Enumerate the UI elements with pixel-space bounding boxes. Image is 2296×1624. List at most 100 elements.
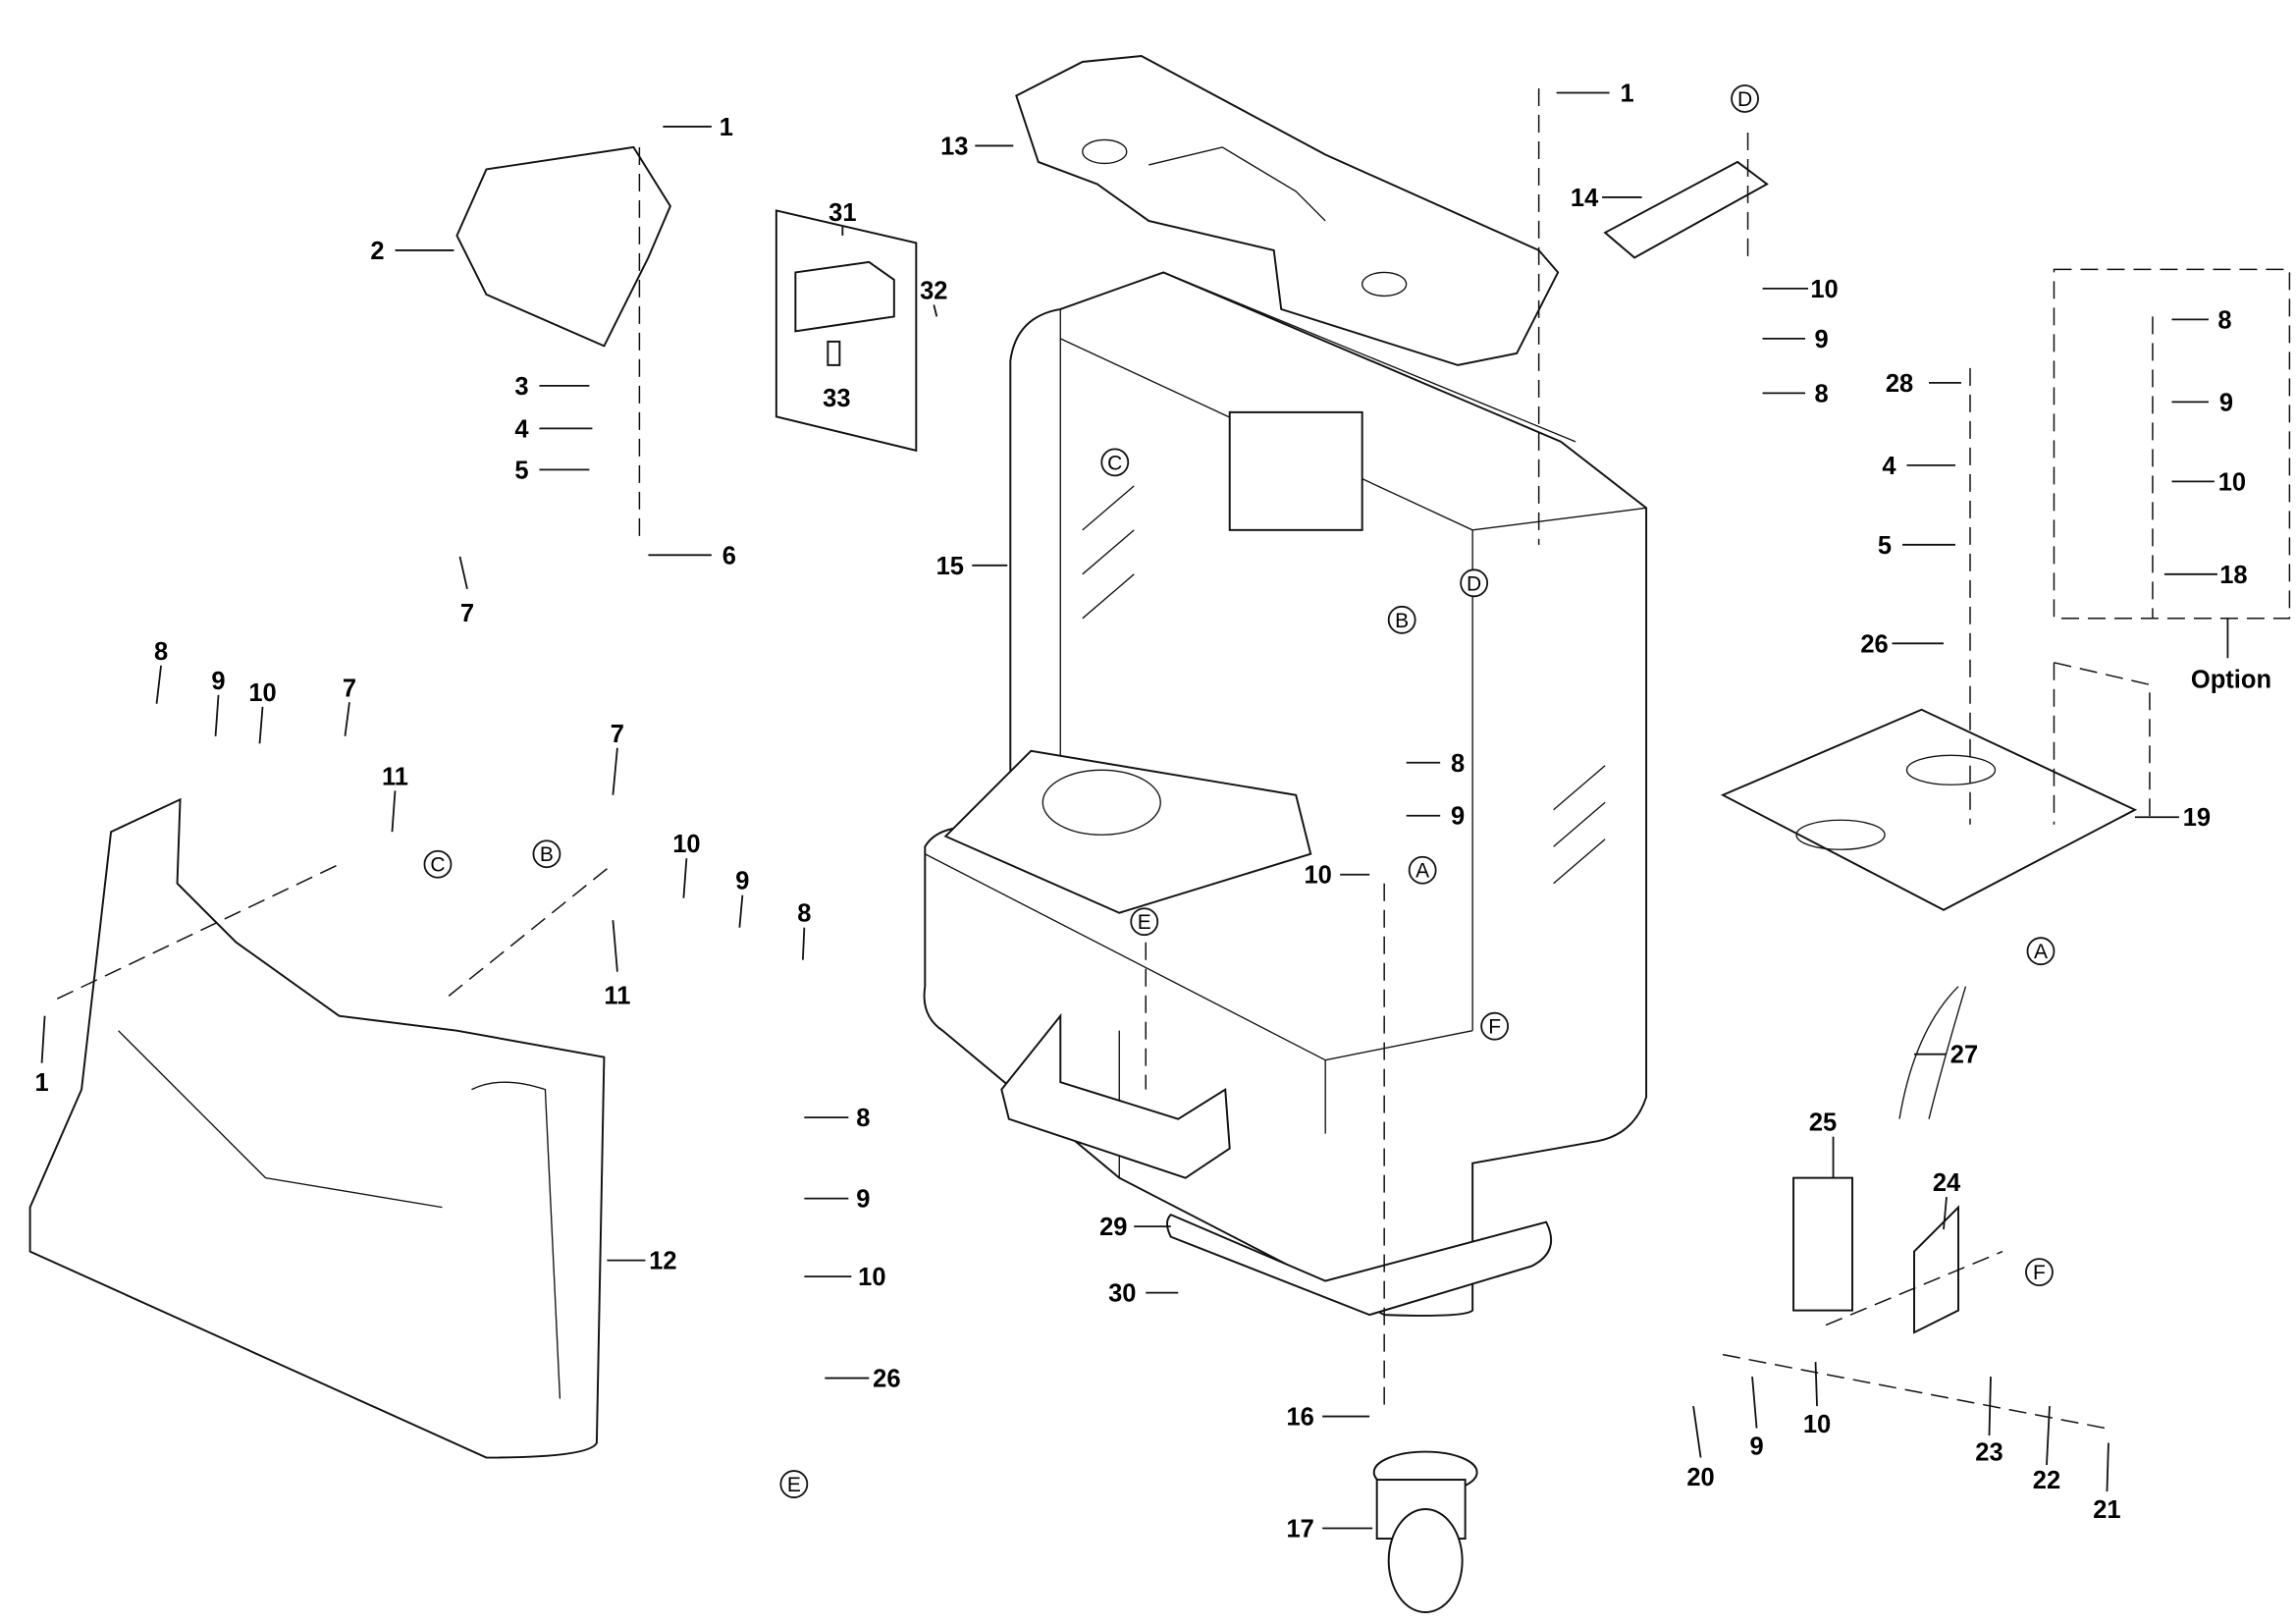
- reference-marker-A: A: [1408, 855, 1437, 885]
- reference-letter: A: [1415, 860, 1429, 883]
- callout-number: 27: [1950, 1042, 1978, 1069]
- callout-number: 10: [2218, 468, 2246, 496]
- leader-line: [933, 304, 938, 317]
- leader-line: [612, 747, 618, 795]
- callout-number: 9: [1814, 326, 1828, 353]
- bracket-part-24: [1913, 1205, 1959, 1334]
- plate-part-19: [1720, 708, 2138, 911]
- leader-line: [155, 665, 162, 704]
- leader-line: [738, 894, 744, 928]
- leader-line: [1943, 1197, 1948, 1230]
- callout-number: 8: [2217, 306, 2231, 334]
- callout-number: 9: [735, 868, 749, 895]
- label-card-part-31: [774, 209, 918, 453]
- callout-number: 10: [248, 679, 276, 707]
- callout-number: 13: [940, 133, 968, 160]
- reference-letter: B: [1395, 610, 1409, 632]
- option-label: Option: [2191, 666, 2271, 693]
- callout-number: 10: [1810, 276, 1838, 303]
- callout-9: 9: [2171, 389, 2233, 416]
- callout-8: 8: [804, 1105, 870, 1132]
- callout-8: 8: [154, 638, 168, 704]
- callout-number: 7: [460, 600, 474, 627]
- reference-marker-B: B: [1387, 605, 1416, 634]
- callout-18: 18: [2163, 562, 2248, 589]
- callout-number: 12: [649, 1248, 676, 1275]
- callout-number: 29: [1099, 1214, 1127, 1241]
- reference-marker-F: F: [2025, 1258, 2054, 1287]
- callout-20: 20: [1686, 1405, 1715, 1491]
- callout-26: 26: [825, 1366, 901, 1393]
- callout-4: 4: [514, 415, 593, 443]
- harness-part-27: [1898, 986, 1967, 1119]
- callout-14: 14: [1571, 185, 1642, 212]
- callout-number: 9: [1451, 803, 1465, 831]
- callout-7: 7: [343, 675, 356, 736]
- callout-number: 15: [936, 553, 964, 580]
- callout-number: 9: [211, 668, 225, 695]
- callout-number: 17: [1287, 1516, 1314, 1543]
- callout-30: 30: [1108, 1280, 1179, 1308]
- callout-number: 11: [382, 763, 408, 790]
- callout-number: 24: [1933, 1169, 1961, 1197]
- callout-number: 8: [797, 900, 811, 928]
- callout-10: 10: [248, 679, 277, 744]
- callout-number: 8: [1814, 380, 1828, 407]
- callout-10: 10: [804, 1264, 886, 1291]
- callout-number: 1: [34, 1069, 48, 1097]
- callout-number: 32: [920, 277, 947, 304]
- callout-7: 7: [611, 721, 624, 795]
- callout-25: 25: [1809, 1110, 1837, 1178]
- option-box: [2053, 268, 2291, 620]
- caster-part-17: [1372, 1450, 1478, 1613]
- leader-line: [1751, 1376, 1758, 1429]
- callout-15: 15: [936, 553, 1008, 580]
- reference-marker-E: E: [1130, 907, 1159, 937]
- reference-letter: E: [787, 1474, 801, 1496]
- callout-16: 16: [1287, 1404, 1370, 1432]
- callout-8: 8: [1762, 380, 1829, 407]
- callout-number: 19: [2183, 804, 2211, 832]
- reference-marker-C: C: [423, 849, 453, 879]
- callout-number: 10: [1803, 1411, 1831, 1438]
- reference-letter: F: [2033, 1262, 2046, 1284]
- callout-number: 3: [514, 373, 528, 401]
- callout-22: 22: [2033, 1406, 2060, 1494]
- callout-number: 23: [1975, 1439, 2002, 1467]
- reference-marker-F: F: [1480, 1011, 1510, 1041]
- callout-2: 2: [370, 238, 454, 265]
- callout-number: 1: [720, 114, 733, 141]
- leader-line: [258, 706, 264, 744]
- callout-9: 9: [735, 868, 749, 928]
- callout-31: 31: [828, 199, 857, 236]
- leader-line: [458, 556, 468, 590]
- callout-number: 5: [514, 457, 528, 484]
- callout-3: 3: [514, 373, 590, 401]
- callout-13: 13: [940, 133, 1014, 160]
- frame-body-part-15: [923, 271, 1648, 1317]
- callout-12: 12: [607, 1248, 677, 1275]
- leader-line: [801, 927, 806, 960]
- reference-letter: C: [430, 854, 445, 877]
- callout-number: 10: [858, 1264, 885, 1291]
- callout-4: 4: [1882, 453, 1956, 480]
- reference-marker-C: C: [1100, 448, 1130, 477]
- callout-9: 9: [1762, 326, 1829, 353]
- leader-line: [344, 702, 350, 736]
- callout-number: 18: [2219, 562, 2247, 589]
- callout-21: 21: [2093, 1442, 2121, 1524]
- callout-1: 1: [1556, 80, 1634, 107]
- leader-line: [2046, 1406, 2051, 1466]
- reference-letter: A: [2034, 941, 2048, 963]
- callout-19: 19: [2134, 804, 2211, 832]
- reference-letter: B: [540, 843, 554, 866]
- callout-number: 8: [154, 638, 168, 666]
- callout-9: 9: [804, 1186, 870, 1214]
- leader-line: [682, 858, 688, 898]
- leader-line: [391, 790, 397, 833]
- callout-number: 7: [611, 721, 624, 748]
- callout-26: 26: [1860, 630, 1945, 658]
- callout-number: 33: [823, 385, 850, 412]
